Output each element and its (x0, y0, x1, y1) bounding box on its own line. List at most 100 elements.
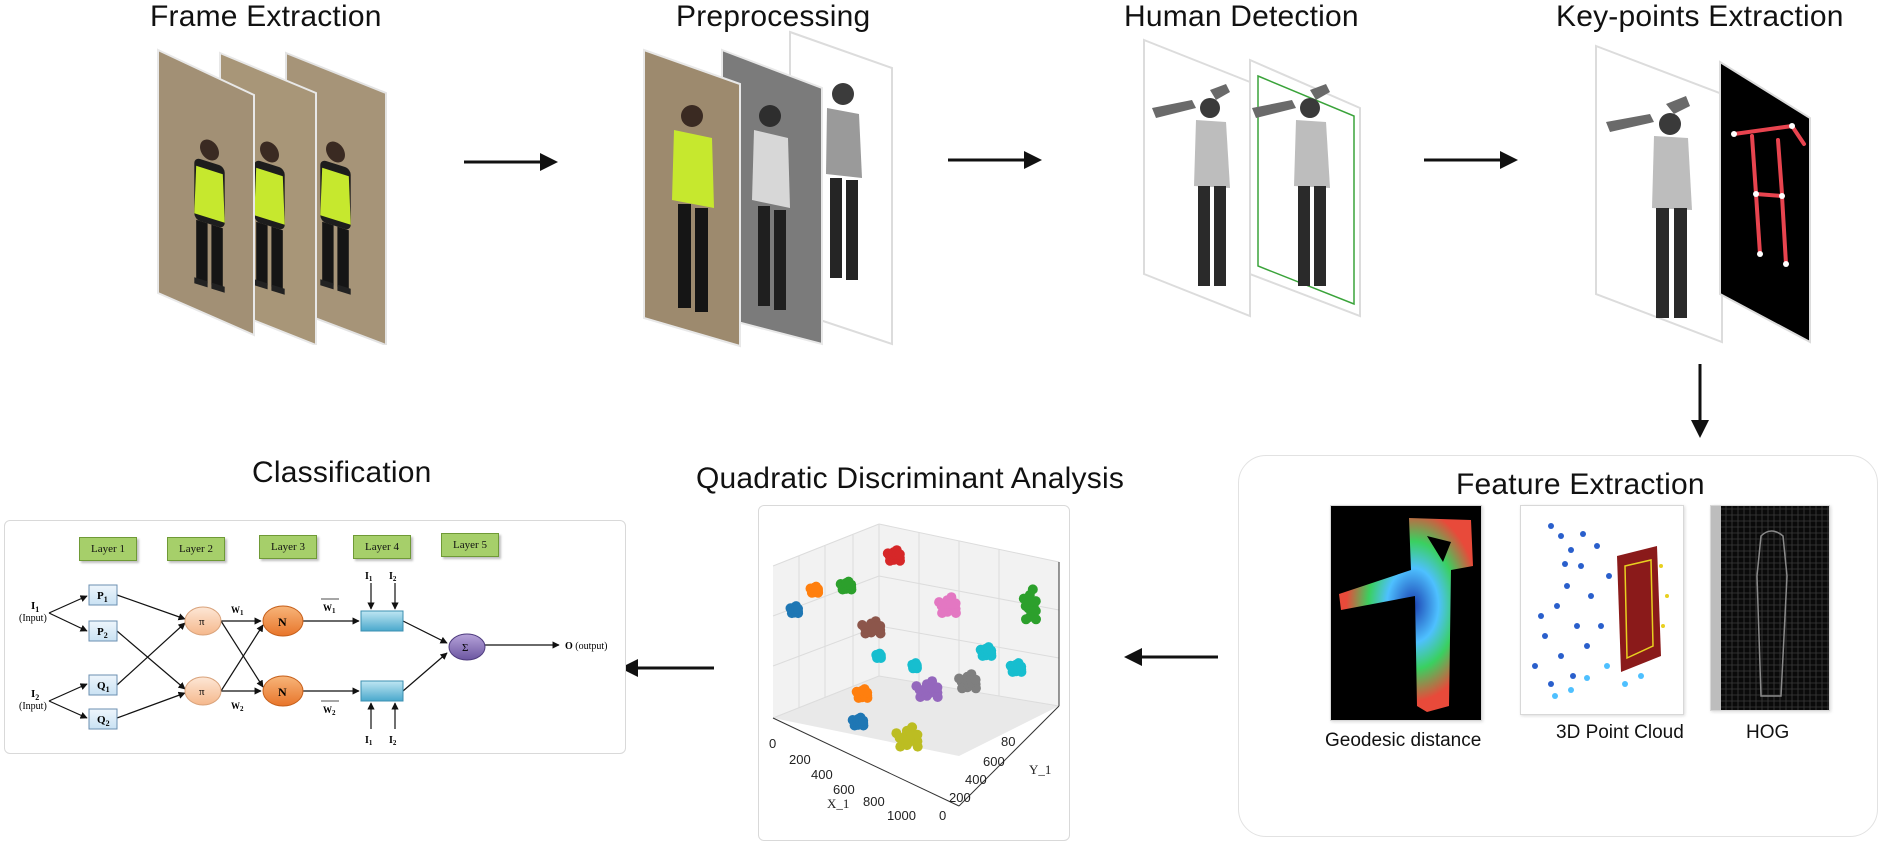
qda-point (875, 650, 886, 661)
qda-y-tick: 600 (983, 754, 1005, 769)
pi-node-2 (184, 676, 222, 706)
title-feature-extraction: Feature Extraction (1456, 468, 1705, 501)
qda-point (1021, 614, 1031, 625)
qda-ylabel: Y_1 (1029, 762, 1051, 777)
qda-y-tick: 400 (965, 772, 987, 787)
keypoints-stack (1592, 44, 1822, 344)
qda-point (932, 692, 943, 702)
classification-panel: Layer 1 Layer 2 Layer 3 Layer 4 Layer 5 (4, 520, 626, 754)
n-node-2 (262, 675, 304, 707)
qda-y-tick: 200 (949, 790, 971, 805)
input1-label: (Input) (19, 613, 47, 624)
w2-bar-label: W2 (323, 705, 336, 717)
bot-i1-label: I1 (365, 735, 373, 747)
arrow-left-2 (620, 659, 714, 677)
q2-node (88, 708, 118, 730)
layer-1-box: Layer 1 (79, 537, 137, 561)
title-preprocessing: Preprocessing (676, 0, 871, 33)
layer4-node-1 (360, 610, 404, 632)
qda-point (857, 620, 868, 630)
arrow-down (1691, 364, 1709, 438)
sum-node (448, 633, 486, 661)
arrow-left-1 (1124, 648, 1218, 666)
qda-point (1027, 584, 1038, 595)
label-geodesic: Geodesic distance (1325, 730, 1482, 751)
qda-point (875, 621, 886, 631)
preprocessing-stack (640, 28, 900, 348)
arrow-right-3 (1424, 151, 1518, 169)
qda-point (986, 645, 997, 656)
bot-i2-label: I2 (389, 735, 397, 747)
qda-point (970, 674, 981, 685)
qda-point (894, 549, 905, 560)
qda-point (813, 584, 823, 594)
anfis-network-diagram: I1 (Input) I2 (Input) P1 P2 Q1 Q2 π π W1… (19, 571, 608, 747)
qda-point (1030, 596, 1041, 607)
qda-point (1016, 661, 1027, 672)
input2-symbol: I2 (31, 688, 39, 702)
frame-extraction-stack (150, 45, 400, 347)
p1-node (88, 584, 118, 606)
svg-text:π: π (199, 686, 205, 698)
w1-bar-label: W1 (323, 603, 336, 615)
qda-point (907, 722, 918, 733)
qda-point (912, 741, 923, 752)
qda-point (858, 715, 869, 726)
svg-text:π: π (199, 616, 205, 628)
label-point-cloud: 3D Point Cloud (1556, 722, 1684, 743)
p2-node (88, 620, 118, 642)
input1-symbol: I1 (31, 600, 39, 614)
qda-y-tick: 80 (1001, 734, 1015, 749)
label-hog: HOG (1746, 722, 1790, 743)
qda-point (934, 597, 945, 608)
arrow-right-1 (464, 153, 558, 171)
q1-node (88, 674, 118, 696)
layer4-node-2 (360, 680, 404, 702)
title-qda: Quadratic Discriminant Analysis (696, 462, 1125, 495)
svg-text:P2: P2 (97, 626, 108, 640)
input2-label: (Input) (19, 701, 47, 712)
svg-text:Σ: Σ (462, 642, 468, 654)
pi-node-1 (184, 606, 222, 636)
layer-3-box: Layer 3 (259, 535, 317, 559)
qda-x-tick: 400 (811, 767, 833, 782)
qda-xlabel: X_1 (827, 796, 849, 811)
qda-point (912, 729, 923, 740)
svg-text:Q2: Q2 (97, 714, 110, 728)
human-detection-stack (1140, 38, 1370, 318)
qda-point (862, 687, 873, 698)
qda-x-tick: 0 (769, 736, 776, 751)
layer-5-box: Layer 5 (441, 533, 499, 557)
qda-point (932, 682, 943, 693)
output-label: O (output) (565, 641, 608, 652)
point-cloud-image (1520, 505, 1684, 715)
top-i1-label: I1 (365, 571, 373, 583)
qda-point (950, 598, 961, 609)
n-node-1 (262, 605, 304, 637)
qda-point (891, 728, 902, 739)
svg-text:N: N (278, 615, 287, 629)
svg-text:Q1: Q1 (97, 680, 110, 694)
hog-image (1710, 505, 1830, 711)
arrow-right-2 (948, 151, 1042, 169)
w2-label: W2 (231, 701, 244, 713)
qda-point (846, 579, 857, 590)
qda-x-tick: 800 (863, 794, 885, 809)
svg-text:N: N (278, 685, 287, 699)
qda-point (954, 673, 965, 684)
qda-x-tick: 1000 (887, 808, 916, 823)
qda-point (911, 660, 922, 671)
qda-y-tick: 0 (939, 808, 946, 823)
title-frame-extraction: Frame Extraction (150, 0, 382, 33)
qda-point (911, 681, 922, 692)
svg-text:P1: P1 (97, 590, 108, 604)
qda-x-tick: 200 (789, 752, 811, 767)
top-i2-label: I2 (389, 571, 397, 583)
geodesic-distance-image (1330, 505, 1482, 721)
title-human-detection: Human Detection (1124, 0, 1359, 33)
qda-point (793, 603, 803, 614)
qda-x-tick: 600 (833, 782, 855, 797)
w1-label: W1 (231, 605, 244, 617)
